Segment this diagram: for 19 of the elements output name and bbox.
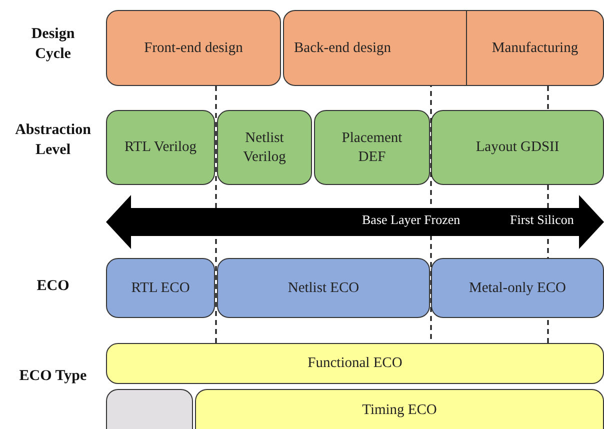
- design-phase-box: Front-end design: [106, 10, 281, 86]
- row-label: Design Cycle: [30, 25, 76, 64]
- box-shape: [106, 389, 193, 429]
- eco-box: RTL ECO: [106, 258, 215, 318]
- eco-box: Netlist ECO: [217, 258, 430, 318]
- milestone-label: Base Layer Frozen: [362, 212, 460, 228]
- row-label: Abstraction Level: [14, 121, 92, 160]
- abstraction-box: Netlist Verilog: [217, 110, 312, 185]
- eco-type-bar: Functional ECO: [106, 343, 604, 384]
- eco-box: Metal-only ECO: [431, 258, 604, 318]
- row-label: ECO: [36, 277, 70, 296]
- milestone-label: First Silicon: [510, 212, 574, 228]
- abstraction-box: Placement DEF: [314, 110, 430, 185]
- design-phase-box: Manufacturing: [466, 10, 604, 86]
- abstraction-box: RTL Verilog: [106, 110, 215, 185]
- abstraction-box: Layout GDSII: [431, 110, 604, 185]
- eco-type-bar: Timing ECO: [195, 389, 604, 429]
- row-label: ECO Type: [18, 367, 88, 386]
- design-phase-box: Back-end design: [283, 10, 466, 86]
